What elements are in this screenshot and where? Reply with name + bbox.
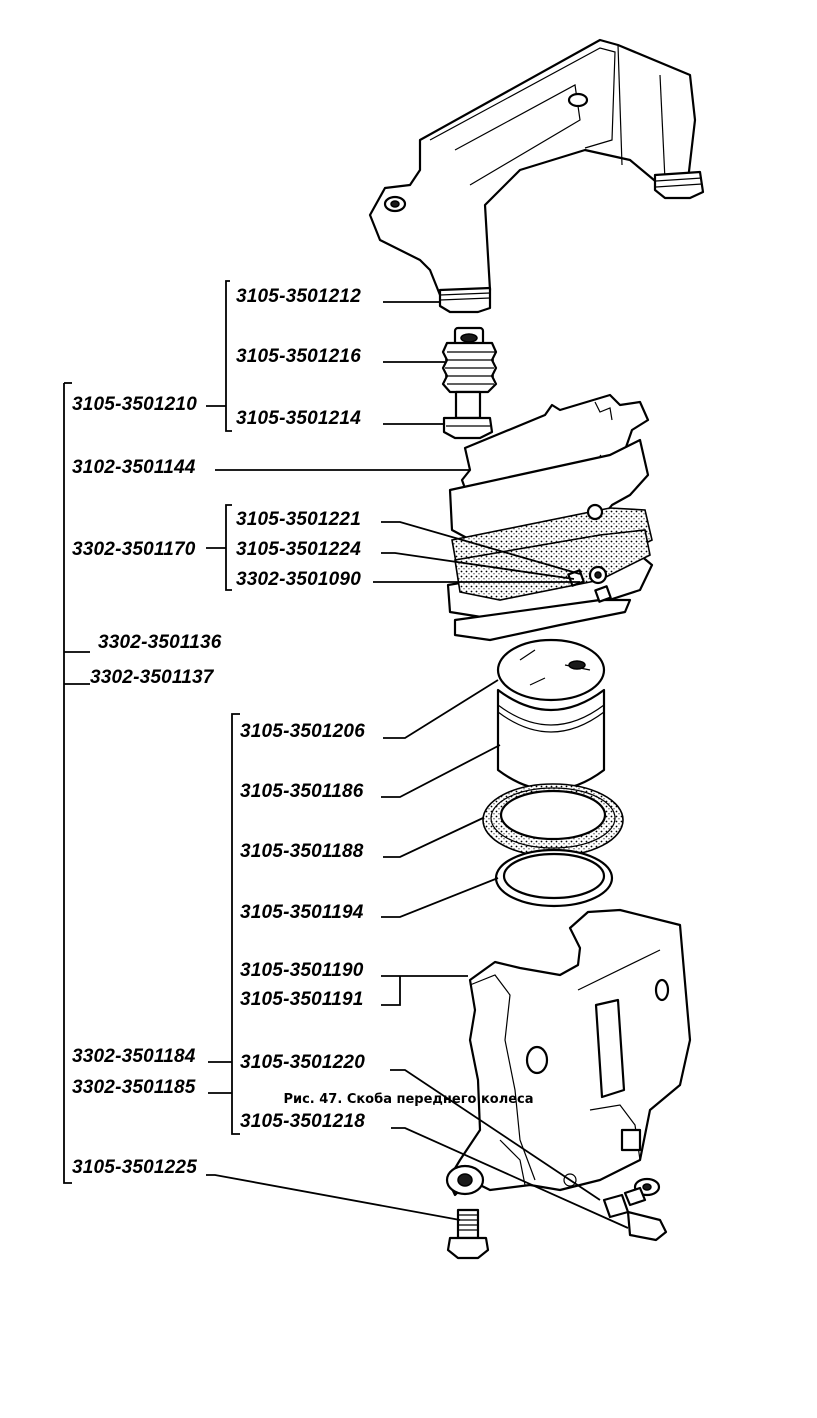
label-3105-3501210: 3105-3501210 xyxy=(72,394,197,415)
label-3105-3501206: 3105-3501206 xyxy=(240,721,365,742)
label-3105-3501190: 3105-3501190 xyxy=(240,960,364,981)
caliper-bracket xyxy=(368,38,705,314)
label-3302-3501136: 3302-3501136 xyxy=(98,632,222,653)
label-3105-3501225: 3105-3501225 xyxy=(72,1157,197,1178)
label-3105-3501191: 3105-3501191 xyxy=(240,989,364,1010)
label-3105-3501216: 3105-3501216 xyxy=(236,346,361,367)
label-3105-3501212: 3105-3501212 xyxy=(236,286,361,307)
label-3105-3501214: 3105-3501214 xyxy=(236,408,361,429)
label-3105-3501194: 3105-3501194 xyxy=(240,902,364,923)
label-3105-3501221: 3105-3501221 xyxy=(236,509,361,530)
piston-seal xyxy=(482,783,624,857)
piston xyxy=(496,638,606,792)
label-3105-3501224: 3105-3501224 xyxy=(236,539,361,560)
label-3102-3501144: 3102-3501144 xyxy=(72,457,196,478)
label-3302-3501184: 3302-3501184 xyxy=(72,1046,196,1067)
label-3302-3501137: 3302-3501137 xyxy=(90,667,215,688)
brake-pads xyxy=(446,438,654,642)
guide-pin-assembly xyxy=(441,326,498,440)
label-3302-3501185: 3302-3501185 xyxy=(72,1077,196,1098)
piston-ring xyxy=(494,848,614,908)
label-3105-3501220: 3105-3501220 xyxy=(240,1052,365,1073)
guide-bolt xyxy=(446,1208,490,1260)
leader-lines xyxy=(63,280,629,1229)
part-labels: 3105-3501212 3105-3501216 3105-3501210 3… xyxy=(72,286,365,1178)
label-3302-3501170: 3302-3501170 xyxy=(72,539,196,560)
caliper-body xyxy=(445,908,692,1197)
label-3105-3501218: 3105-3501218 xyxy=(240,1111,365,1132)
label-3105-3501188: 3105-3501188 xyxy=(240,841,364,862)
label-3302-3501090: 3302-3501090 xyxy=(236,569,361,590)
label-3105-3501186: 3105-3501186 xyxy=(240,781,364,802)
bleeder-valve xyxy=(602,1177,668,1242)
figure-caption: Рис. 47. Скоба переднего колеса xyxy=(283,1092,534,1107)
